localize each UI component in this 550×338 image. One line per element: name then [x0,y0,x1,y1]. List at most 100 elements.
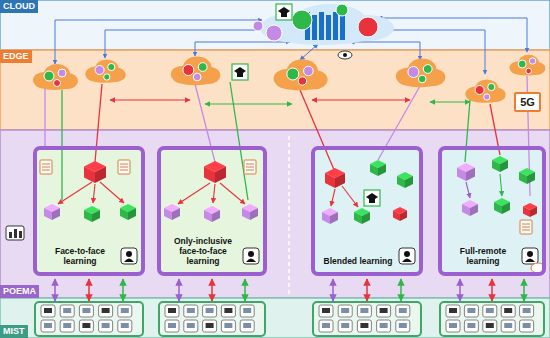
data-link [342,186,358,207]
data-link [195,84,215,162]
document-line [246,167,254,168]
cube-left [242,208,250,220]
document-icon [520,220,532,234]
document-line [522,227,530,228]
device-icon [338,320,352,332]
network-name: 5G [520,96,535,109]
cube-left [204,210,212,222]
service-cube [322,208,338,224]
document-line [42,170,50,171]
layer-tab: EDGE [0,50,32,63]
device-screen [187,308,195,313]
service-circle [266,25,282,41]
data-link [95,84,102,162]
service-circle [529,58,535,64]
device-icon [483,305,497,317]
device-screen [341,323,349,328]
device-screen [399,323,407,328]
service-cube [354,208,370,224]
device-screen [121,308,129,313]
data-link [61,90,62,200]
data-link [288,136,290,296]
device-screen [380,308,388,313]
device-screen [504,308,512,313]
device-group [440,302,544,336]
device-icon [464,320,478,332]
cube-right [502,202,510,214]
device-icon [396,305,410,317]
cube-right [330,212,338,224]
edge-cloud [467,92,503,103]
device-screen [449,308,457,313]
factory-part [14,229,17,238]
device-icon [165,305,179,317]
service-cube [393,207,407,221]
cube-left [84,167,95,184]
data-link [350,42,420,60]
cube-left [523,207,530,218]
service-circle [526,68,532,74]
service-cube [397,172,413,188]
document-line [120,167,128,168]
cube-left [120,208,128,220]
service-circle [104,74,110,80]
cube-left [393,211,400,222]
device-screen [486,323,494,328]
data-link [88,279,90,301]
data-link [58,182,92,204]
cube-left [494,202,502,214]
device-screen [341,308,349,313]
service-cube [164,204,180,220]
cube-right [212,210,220,222]
service-cube [204,206,220,222]
scenario-name: Only-inclusive face-to-face learning [165,235,241,267]
service-cube [84,206,100,222]
device-icon [319,305,333,317]
data-link [459,279,461,301]
cube-left [492,160,500,172]
device-icon [464,305,478,317]
scenario-name: Full-remote learning [446,245,520,267]
device-icon [501,305,515,317]
data-link [331,189,335,206]
cube-left [204,167,215,184]
device-screen [187,323,195,328]
service-circle [183,65,194,76]
cube-right [530,207,537,218]
device-screen [44,323,52,328]
document-line [246,164,254,165]
service-cube [523,203,537,217]
service-circle [475,86,484,95]
document-line [120,170,128,171]
device-icon [338,305,352,317]
document-line [42,167,50,168]
device-icon [446,320,460,332]
graduation-cap-icon [232,64,248,80]
service-cube [370,160,386,176]
layer-band: 5G EDGE [0,50,550,130]
data-link [44,88,45,146]
edge-cloud [276,76,324,90]
device-group [159,302,265,336]
service-cube [492,156,508,172]
service-circle [358,17,378,37]
device-icon [99,320,113,332]
document-line [246,170,254,171]
cube-left [322,212,330,224]
service-circle [54,80,61,87]
device-icon [79,305,93,317]
data-link [211,279,213,301]
layer-name: CLOUD [3,1,35,12]
scenario-box: Face-to-face learning [33,146,145,276]
cube-left [397,176,405,188]
device-icon [377,320,391,332]
audience-icon [121,248,137,264]
cube-left [325,173,335,188]
service-circle [95,66,104,75]
cube-left [84,210,92,222]
device-icon [79,320,93,332]
data-link [195,42,290,56]
layer-tab: CLOUD [0,0,38,13]
graduation-cap-icon [364,190,380,206]
